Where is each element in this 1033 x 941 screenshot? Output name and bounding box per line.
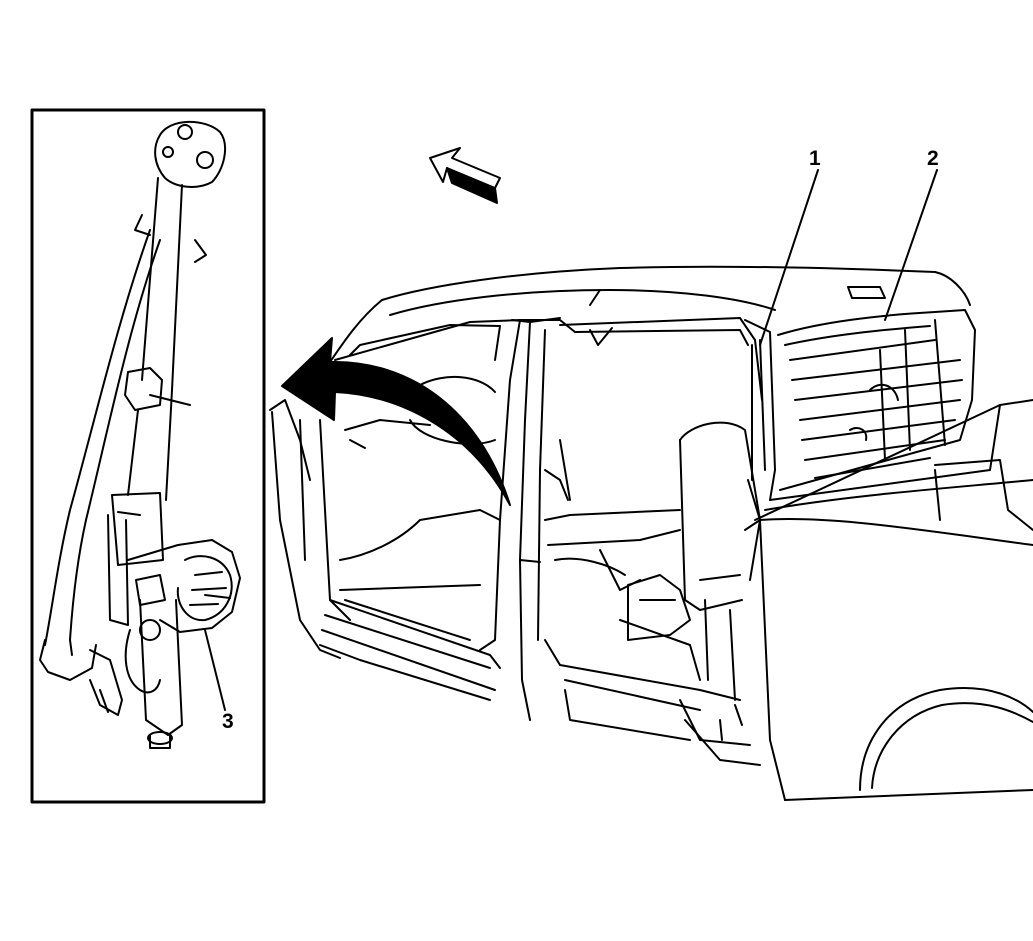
callout-3: 3: [222, 710, 234, 733]
seat-belt-retractor-assembly: [39, 120, 241, 749]
front-direction-arrow-icon: [429, 147, 501, 204]
leader-line-3: [204, 629, 226, 711]
leader-line-2: [884, 169, 938, 321]
leader-line-1: [759, 169, 819, 346]
callout-2: 2: [927, 147, 939, 170]
curved-removal-arrow-icon: [281, 337, 511, 506]
vehicle-cab-body: [269, 265, 1033, 801]
callout-1: 1: [809, 147, 821, 170]
inset-frame: [30, 108, 266, 804]
